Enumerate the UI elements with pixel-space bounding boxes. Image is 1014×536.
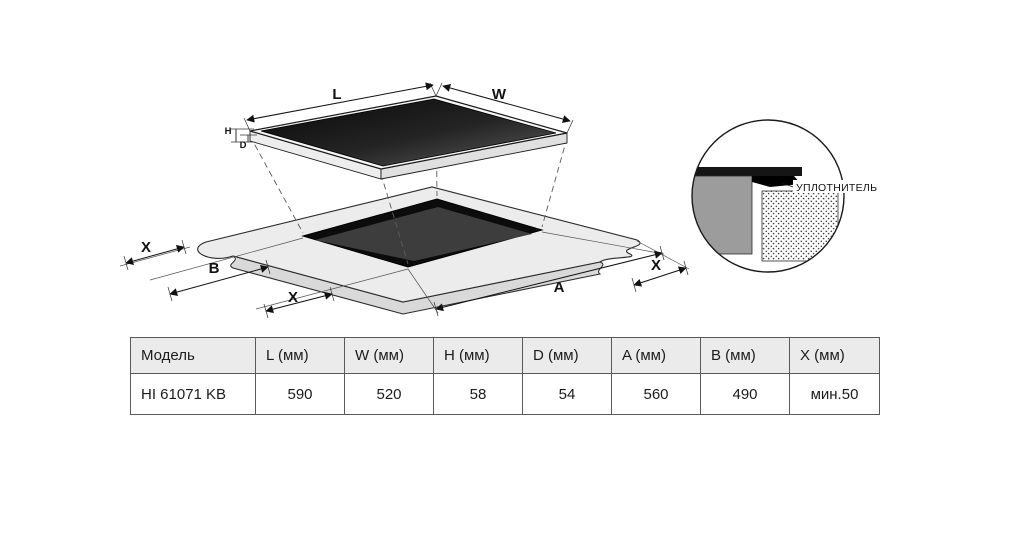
dimension-L: L (243, 82, 437, 132)
label-W: W (492, 86, 507, 103)
cell-A-value: 560 (611, 373, 701, 415)
label-X-right: X (651, 257, 661, 274)
label-L: L (332, 86, 341, 103)
label-X-bottom: X (288, 289, 298, 306)
col-header-L: L (мм) (255, 337, 345, 374)
cooktop (249, 95, 568, 180)
col-header-W: W (мм) (344, 337, 434, 374)
col-header-D: D (мм) (522, 337, 612, 374)
cell-D-value: 54 (522, 373, 612, 415)
label-B: B (209, 260, 220, 277)
col-header-X: X (мм) (789, 337, 880, 374)
label-D: D (240, 140, 247, 151)
countertop (197, 186, 641, 315)
col-header-B: B (мм) (700, 337, 790, 374)
col-header-model: Модель (130, 337, 256, 374)
detail-seal (752, 176, 801, 187)
detail-chipboard-section (761, 190, 839, 262)
col-header-A: A (мм) (611, 337, 701, 374)
label-H: H (225, 126, 232, 137)
label-A: A (554, 279, 565, 296)
dimension-H-D: H D (225, 126, 257, 151)
cell-H-value: 58 (433, 373, 523, 415)
detail-hob-edge (692, 167, 802, 176)
countertop-cutout (301, 198, 544, 268)
cell-model-name: HI 61071 KB (130, 373, 256, 415)
col-header-H: H (мм) (433, 337, 523, 374)
dimension-B: B (167, 259, 271, 302)
detail-countertop-section (692, 175, 753, 255)
seal-detail-view: УПЛОТНИТЕЛЬ (691, 119, 886, 273)
dimension-W: W (435, 82, 574, 134)
table-row: HI 61071 KB 590 520 58 54 560 490 мин.50 (130, 373, 880, 415)
dimension-X-bottom: X (263, 286, 335, 319)
table-header-row: Модель L (мм) W (мм) H (мм) D (мм) A (мм… (130, 337, 880, 374)
dimension-X-right: X (631, 257, 689, 293)
cell-L-value: 590 (255, 373, 345, 415)
dimension-A: A (433, 245, 665, 317)
dimension-X-left: X (123, 239, 187, 271)
cell-W-value: 520 (344, 373, 434, 415)
dimensions-table: Модель L (мм) W (мм) H (мм) D (мм) A (мм… (130, 337, 880, 415)
seal-label: УПЛОТНИТЕЛЬ (796, 182, 877, 194)
cell-B-value: 490 (700, 373, 790, 415)
cell-X-value: мин.50 (789, 373, 880, 415)
label-X-left: X (141, 239, 151, 256)
